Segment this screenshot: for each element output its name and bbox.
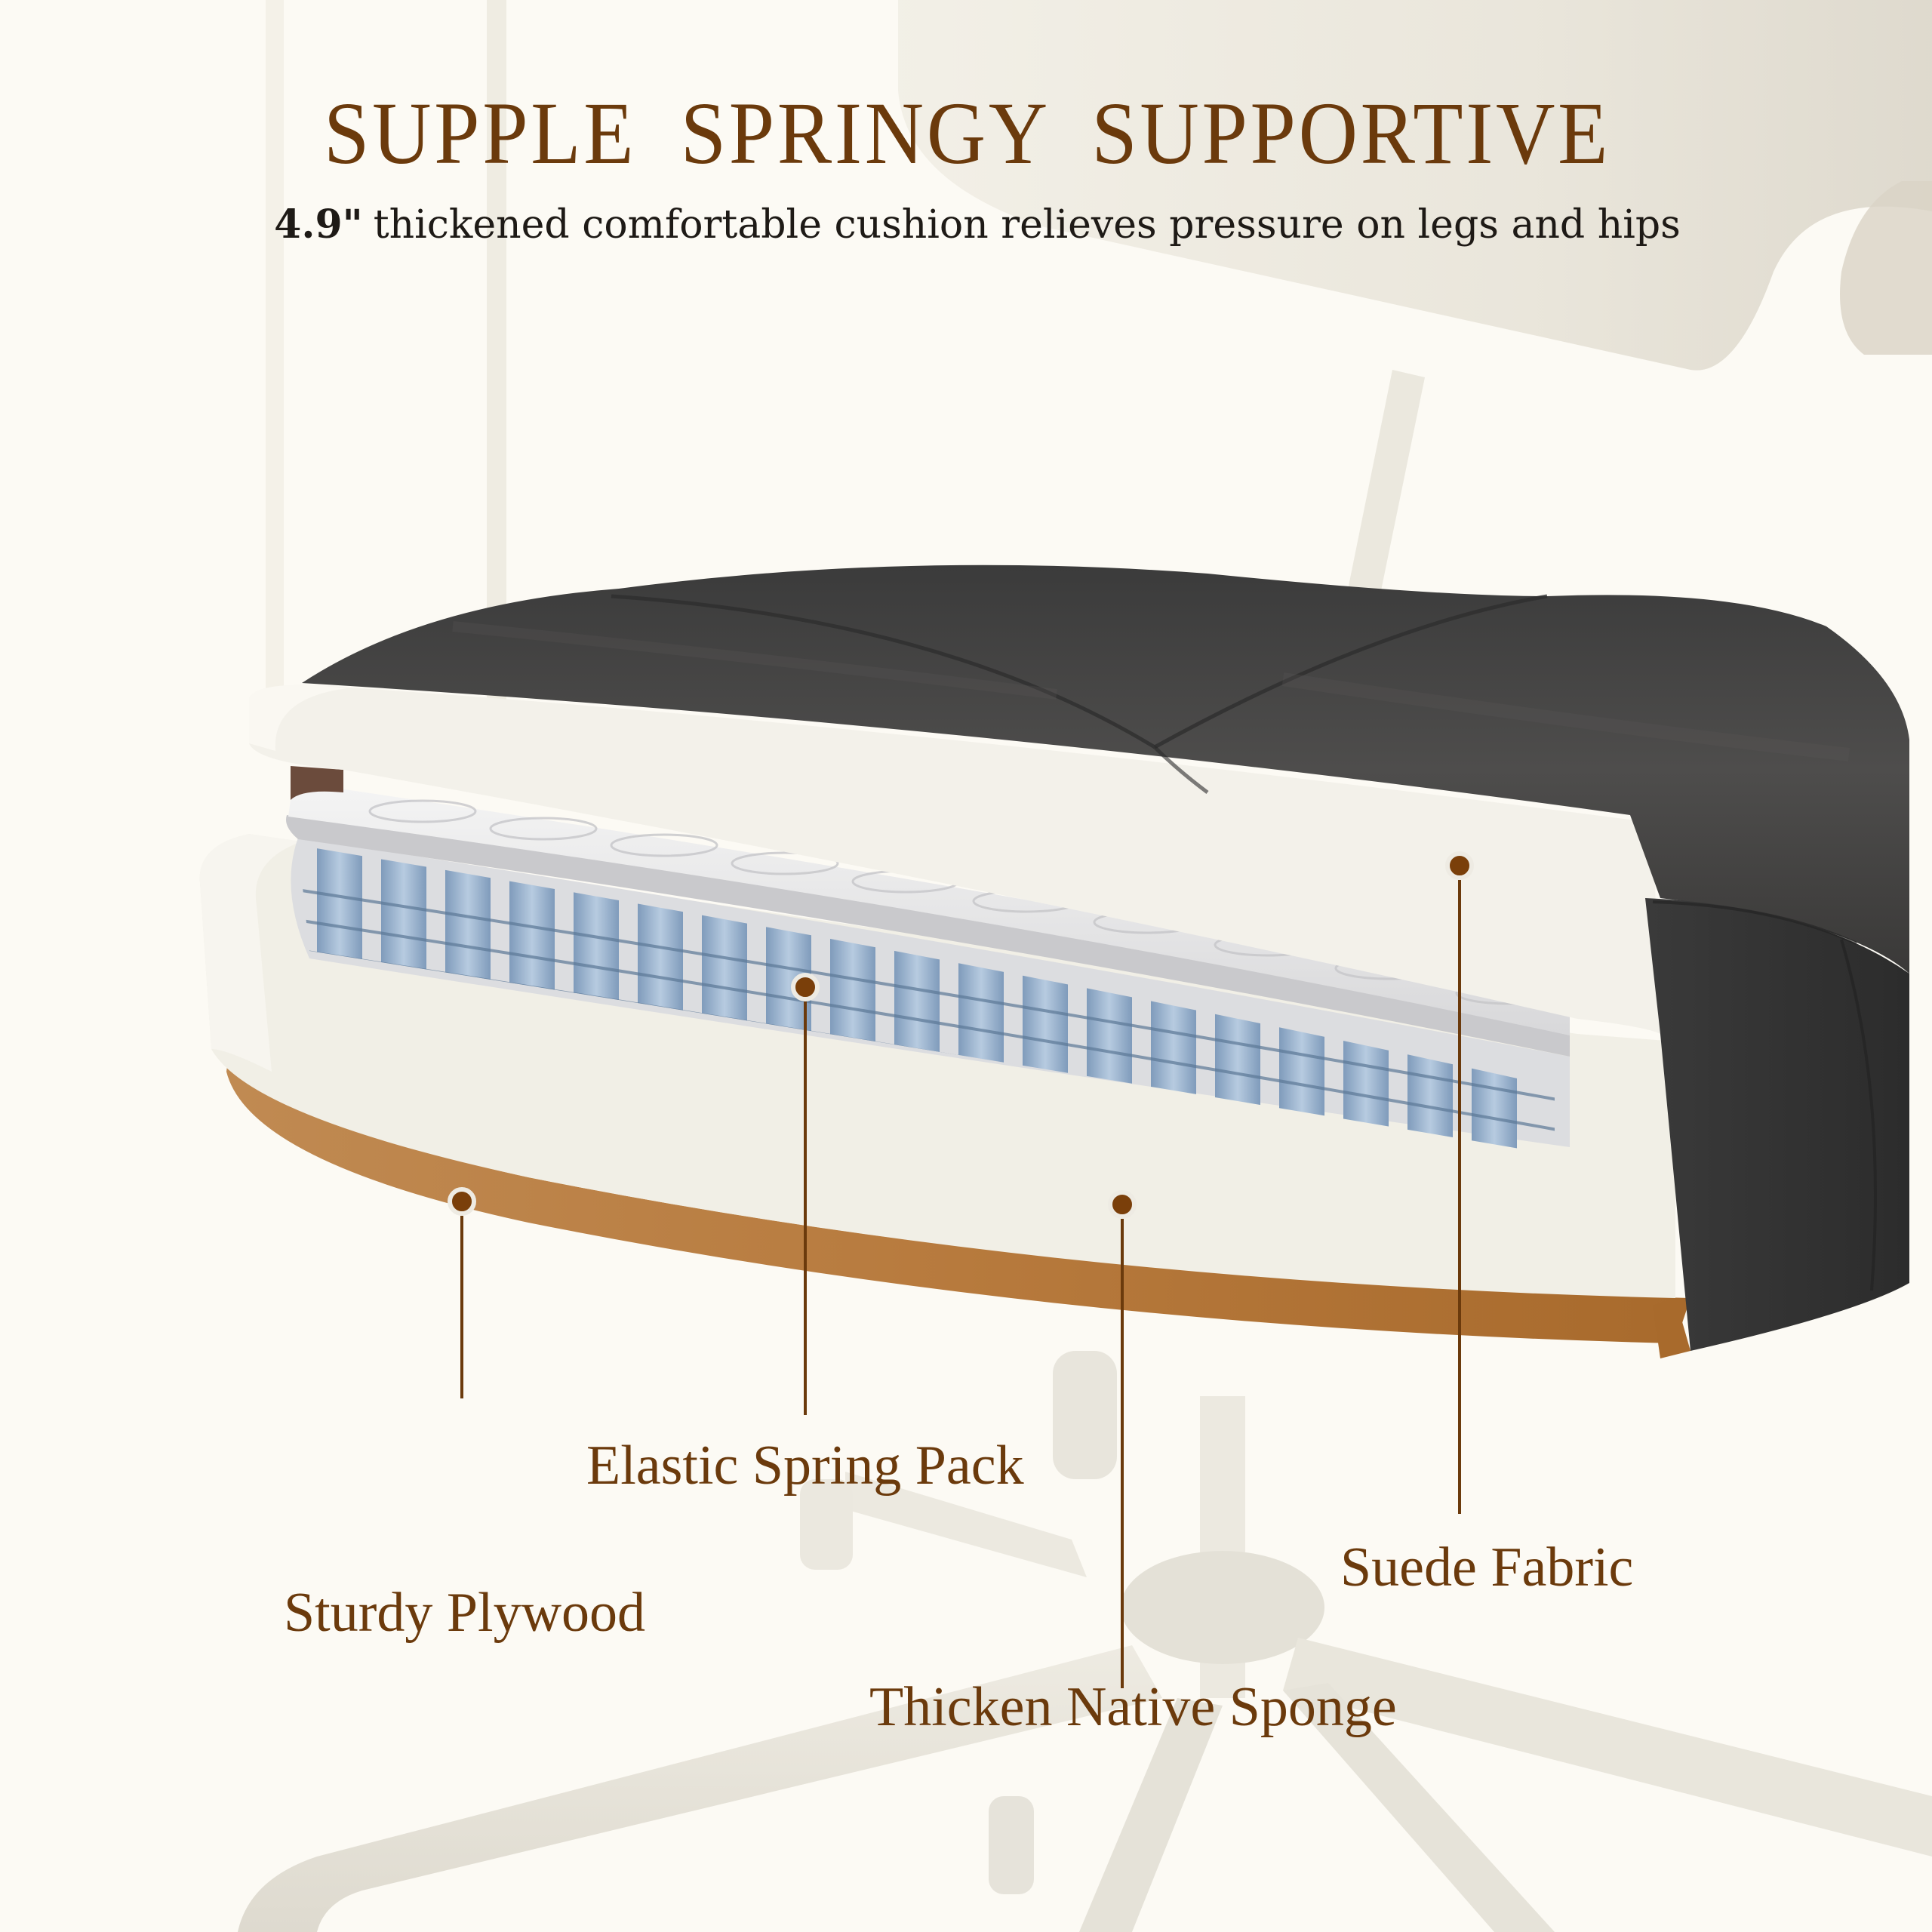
sturdy-plywood-marker-icon bbox=[448, 1187, 476, 1216]
suede-fabric-marker-icon bbox=[1445, 851, 1474, 880]
thicken-native-sponge-leader-line bbox=[1121, 1219, 1124, 1688]
callout-label-suede-fabric: Suede Fabric bbox=[1340, 1537, 1634, 1598]
suede-fabric-leader-line bbox=[1458, 880, 1461, 1514]
callout-label-elastic-spring-pack: Elastic Spring Pack bbox=[586, 1435, 1024, 1497]
thicken-native-sponge-marker-icon bbox=[1108, 1190, 1137, 1219]
callout-label-sturdy-plywood: Sturdy Plywood bbox=[284, 1582, 646, 1644]
headline: SUPPLE SPRINGY SUPPORTIVE bbox=[324, 84, 1611, 183]
elastic-spring-pack-leader-line bbox=[804, 1001, 807, 1415]
elastic-spring-pack-marker-icon bbox=[791, 973, 820, 1001]
cushion-thickness: 4.9" bbox=[274, 202, 363, 248]
frame-upright-left bbox=[266, 0, 284, 755]
subheadline: 4.9"thickened comfortable cushion reliev… bbox=[0, 205, 1932, 245]
callout-label-thicken-native-sponge: Thicken Native Sponge bbox=[869, 1676, 1397, 1738]
subheadline-text: thickened comfortable cushion relieves p… bbox=[373, 202, 1681, 248]
sturdy-plywood-leader-line bbox=[460, 1216, 463, 1398]
